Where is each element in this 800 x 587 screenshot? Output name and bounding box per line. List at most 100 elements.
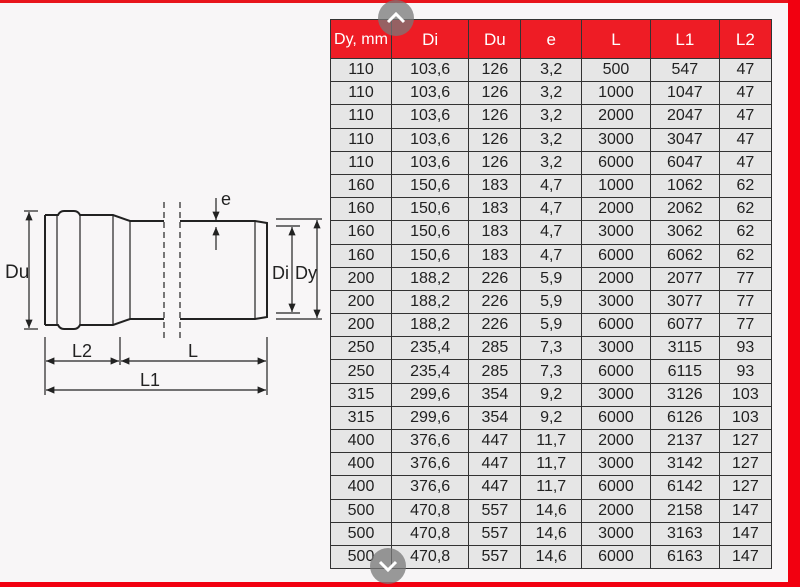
table-cell: 103,6 (390, 150, 470, 175)
table-cell: 470,8 (390, 498, 470, 523)
table-cell: 447 (468, 428, 522, 454)
table-cell: 62 (718, 197, 773, 222)
table-cell: 6142 (649, 475, 720, 500)
label-di: Di (272, 263, 289, 283)
table-cell: 1000 (580, 81, 651, 106)
table-cell: 11,7 (520, 428, 582, 454)
table-cell: 150,6 (390, 243, 470, 268)
table-cell: 447 (468, 452, 522, 477)
table-cell: 2000 (580, 266, 651, 291)
table-cell: 2047 (649, 104, 720, 129)
table-cell: 2000 (580, 197, 651, 222)
table-cell: 5,9 (520, 266, 582, 291)
table-cell: 2137 (649, 428, 720, 454)
table-cell: 183 (468, 243, 522, 268)
table-cell: 147 (718, 521, 773, 546)
table-cell: 2000 (580, 498, 651, 523)
table-cell: 3142 (649, 452, 720, 477)
table-cell: 200 (330, 289, 392, 315)
table-cell: 299,6 (390, 382, 470, 407)
column-header: L (580, 19, 651, 59)
table-cell: 400 (330, 452, 392, 477)
table-cell: 3000 (580, 382, 651, 407)
table-cell: 557 (468, 521, 522, 546)
table-cell: 6115 (649, 359, 720, 384)
table-cell: 62 (718, 220, 773, 245)
table-cell: 500 (330, 521, 392, 546)
table-cell: 183 (468, 220, 522, 245)
table-cell: 3,2 (520, 127, 582, 152)
table-cell: 47 (718, 127, 773, 152)
table-cell: 3077 (649, 289, 720, 315)
table-cell: 470,8 (390, 521, 470, 546)
table-cell: 6163 (649, 544, 720, 570)
table-cell: 226 (468, 313, 522, 338)
table-cell: 103,6 (390, 57, 470, 83)
table-cell: 150,6 (390, 197, 470, 222)
table-cell: 188,2 (390, 313, 470, 338)
table-cell: 6000 (580, 475, 651, 500)
table-cell: 110 (330, 104, 392, 129)
table-cell: 183 (468, 173, 522, 199)
table-cell: 315 (330, 405, 392, 431)
table-cell: 2158 (649, 498, 720, 523)
table-cell: 3062 (649, 220, 720, 245)
table-cell: 3,2 (520, 104, 582, 129)
table-cell: 5,9 (520, 313, 582, 338)
table-cell: 400 (330, 428, 392, 454)
table-cell: 11,7 (520, 452, 582, 477)
table-cell: 6000 (580, 313, 651, 338)
table-cell: 285 (468, 336, 522, 361)
table-cell: 285 (468, 359, 522, 384)
chevron-up-icon (386, 12, 406, 24)
table-cell: 110 (330, 127, 392, 152)
table-cell: 1062 (649, 173, 720, 199)
table-cell: 127 (718, 475, 773, 500)
table-cell: 354 (468, 405, 522, 431)
table-cell: 315 (330, 382, 392, 407)
table-cell: 188,2 (390, 266, 470, 291)
scroll-down-button[interactable] (370, 548, 406, 584)
table-cell: 500 (330, 498, 392, 523)
right-border (788, 0, 800, 587)
table-cell: 147 (718, 544, 773, 570)
table-cell: 3163 (649, 521, 720, 546)
column-header: L1 (649, 19, 720, 59)
table-cell: 557 (468, 544, 522, 570)
table-cell: 3,2 (520, 150, 582, 175)
table-cell: 557 (468, 498, 522, 523)
table-cell: 9,2 (520, 405, 582, 431)
table-cell: 447 (468, 475, 522, 500)
scroll-up-button[interactable] (378, 0, 414, 36)
table-cell: 3000 (580, 289, 651, 315)
chevron-down-icon (378, 560, 398, 572)
table-cell: 127 (718, 452, 773, 477)
table-cell: 14,6 (520, 498, 582, 523)
table-cell: 150,6 (390, 173, 470, 199)
table-cell: 103 (718, 382, 773, 407)
table-cell: 6077 (649, 313, 720, 338)
table-cell: 376,6 (390, 475, 470, 500)
table-cell: 93 (718, 359, 773, 384)
table-cell: 103,6 (390, 81, 470, 106)
table-cell: 299,6 (390, 405, 470, 431)
table-cell: 126 (468, 150, 522, 175)
table-cell: 160 (330, 220, 392, 245)
column-header: e (520, 19, 582, 59)
table-cell: 500 (580, 57, 651, 83)
label-e: e (221, 189, 231, 209)
